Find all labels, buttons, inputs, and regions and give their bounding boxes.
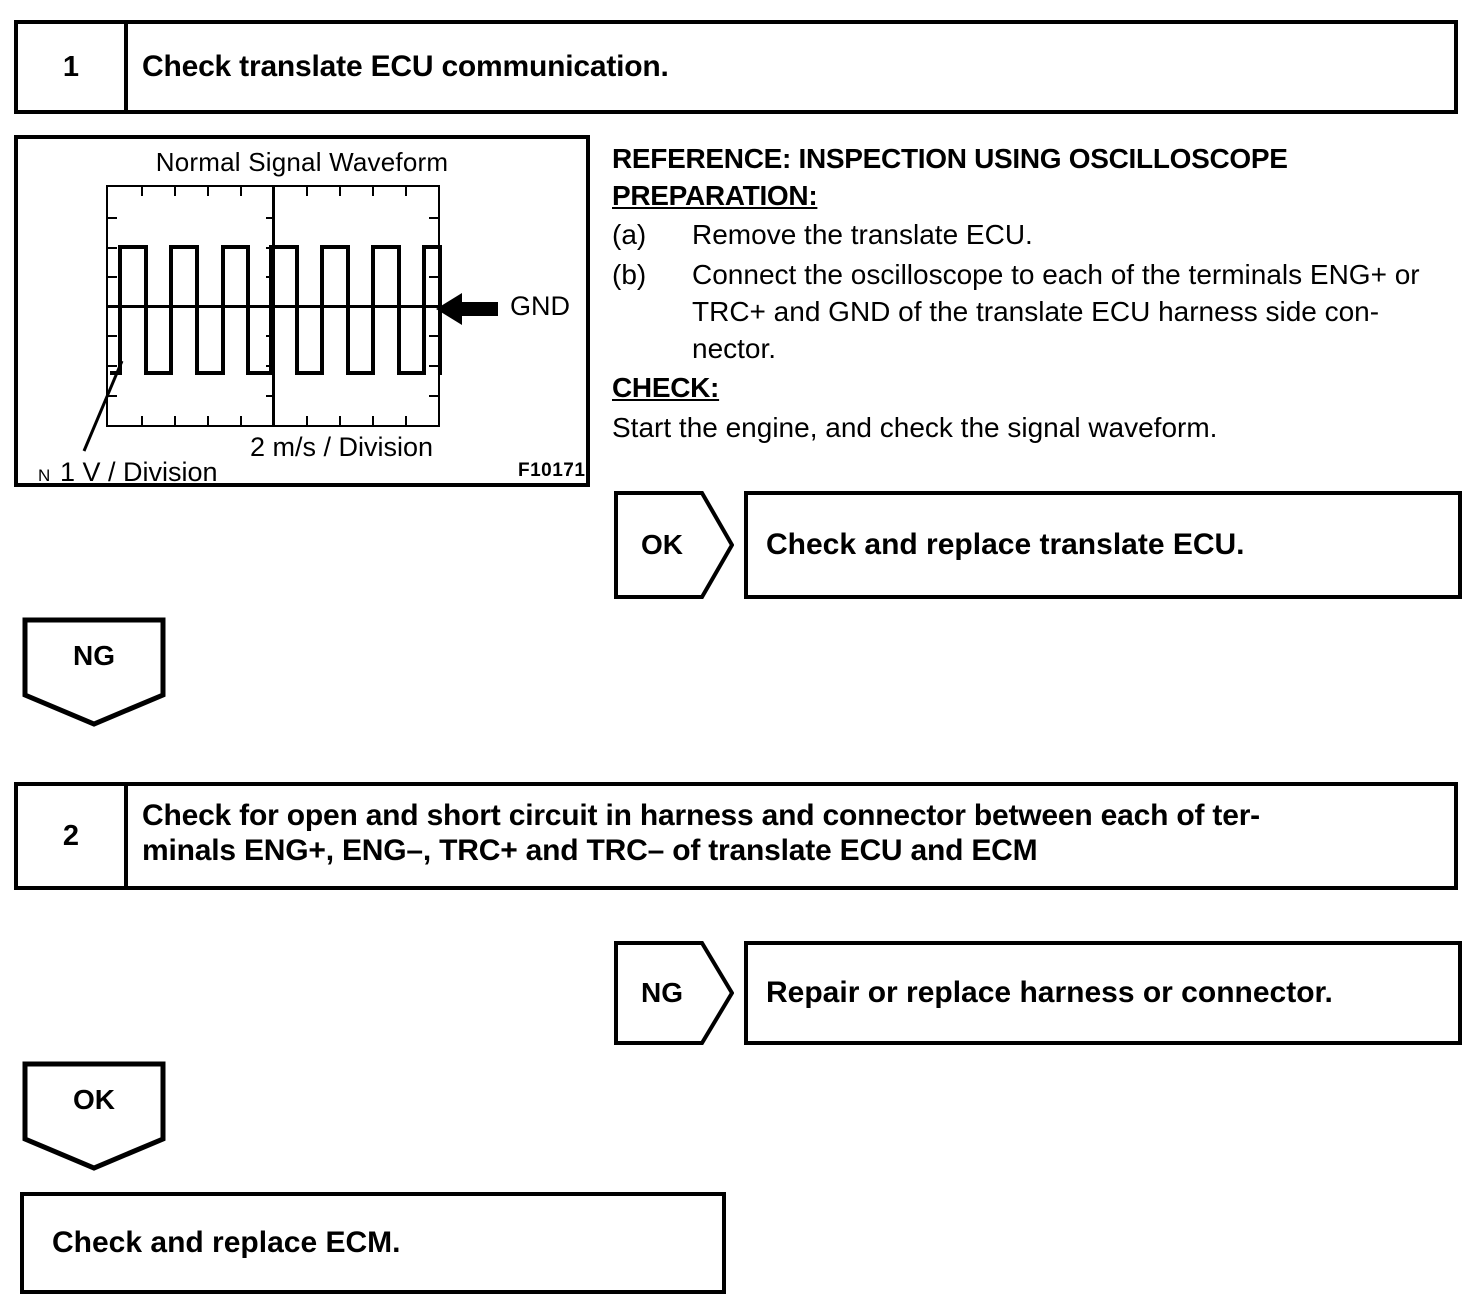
reference-heading: REFERENCE: INSPECTION USING OSCILLOSCOPE xyxy=(612,143,1288,174)
grid-tick xyxy=(372,416,374,425)
grid-tick xyxy=(108,335,117,337)
grid-tick xyxy=(405,416,407,425)
grid-tick xyxy=(429,217,438,219)
ng-down-arrow-icon xyxy=(22,617,166,727)
time-axis-label: 2 m/s / Division xyxy=(250,432,434,462)
preparation-item-a-body: Remove the translate ECU. xyxy=(692,219,1033,251)
grid-tick xyxy=(207,187,209,196)
grid-tick xyxy=(306,416,308,425)
n-marker: N xyxy=(38,466,51,485)
grid-tick xyxy=(240,416,242,425)
oscilloscope-grid xyxy=(106,185,442,427)
ng-pentagon-shape xyxy=(614,941,734,1045)
ng-result-box: Repair or replace harness or connector. xyxy=(744,941,1462,1045)
grid-tick xyxy=(240,187,242,196)
grid-tick xyxy=(108,276,117,278)
grid-tick xyxy=(141,187,143,196)
preparation-item-a: (a) Remove the translate ECU. xyxy=(612,216,1462,253)
ok-down-arrow-icon xyxy=(22,1061,166,1171)
grid-tick xyxy=(429,365,438,367)
ok-down-badge: OK xyxy=(22,1061,166,1171)
figure-code: F10171 xyxy=(518,460,586,481)
preparation-item-a-tag: (a) xyxy=(612,219,647,251)
step-2-number: 2 xyxy=(18,786,128,886)
step-2-text: Check for open and short circuit in harn… xyxy=(128,786,1454,886)
grid-tick xyxy=(339,187,341,196)
grid-tick xyxy=(108,247,117,249)
reference-block: REFERENCE: INSPECTION USING OSCILLOSCOPE… xyxy=(612,140,1462,446)
preparation-item-b: (b) Connect the oscilloscope to each of … xyxy=(612,256,1462,368)
grid-tick xyxy=(429,395,438,397)
grid-tick xyxy=(141,416,143,425)
grid-tick xyxy=(266,217,275,219)
step-1-text: Check translate ECU communication. xyxy=(142,50,669,84)
grid-tick xyxy=(266,395,275,397)
ng-down-badge: NG xyxy=(22,617,166,727)
check-body: Start the engine, and check the signal w… xyxy=(612,411,1218,443)
waveform-figure: Normal Signal Waveform xyxy=(14,135,590,487)
grid-tick xyxy=(108,365,117,367)
preparation-item-b-tag: (b) xyxy=(612,258,647,290)
grid-tick xyxy=(108,395,117,397)
preparation-heading: PREPARATION: xyxy=(612,180,818,212)
preparation-item-b-body: Connect the oscilloscope to each of the … xyxy=(692,258,1420,365)
grid-tick xyxy=(207,416,209,425)
grid-tick xyxy=(339,416,341,425)
grid-tick xyxy=(405,187,407,196)
step-1-number: 1 xyxy=(18,24,128,110)
signal-waveform-trace xyxy=(110,245,442,375)
step-1-box: 1 Check translate ECU communication. xyxy=(14,20,1458,114)
grid-tick xyxy=(372,187,374,196)
grid-tick xyxy=(429,276,438,278)
result-row-ng: NG Repair or replace harness or connecto… xyxy=(614,941,1462,1045)
time-center-line xyxy=(272,187,275,425)
grid-tick xyxy=(108,217,117,219)
result-row-ok: OK Check and replace translate ECU. xyxy=(614,491,1462,599)
ng-down-badge-label: NG xyxy=(73,640,115,671)
ng-judgement-label: NG xyxy=(641,977,683,1008)
grid-tick xyxy=(429,335,438,337)
ok-result-box: Check and replace translate ECU. xyxy=(744,491,1462,599)
step-2-box: 2 Check for open and short circuit in ha… xyxy=(14,782,1458,890)
volt-axis-leader-line xyxy=(82,360,124,452)
grid-tick xyxy=(174,187,176,196)
gnd-arrow-icon xyxy=(436,293,498,325)
step-2-text-line-1: Check for open and short circuit in harn… xyxy=(142,799,1260,832)
grid-tick xyxy=(306,187,308,196)
ok-down-badge-label: OK xyxy=(73,1084,115,1115)
check-heading: CHECK: xyxy=(612,372,720,404)
step-2-text-line-2: minals ENG+, ENG–, TRC+ and TRC– of tran… xyxy=(142,834,1038,868)
grid-tick xyxy=(174,416,176,425)
figure-title: Normal Signal Waveform xyxy=(155,147,449,177)
ok-judgement-label: OK xyxy=(641,529,683,560)
ok-pentagon-shape xyxy=(614,491,734,599)
terminal-action-box: Check and replace ECM. xyxy=(20,1192,726,1294)
gnd-label: GND xyxy=(510,291,570,321)
volt-axis-label: 1 V / Division xyxy=(60,457,218,487)
